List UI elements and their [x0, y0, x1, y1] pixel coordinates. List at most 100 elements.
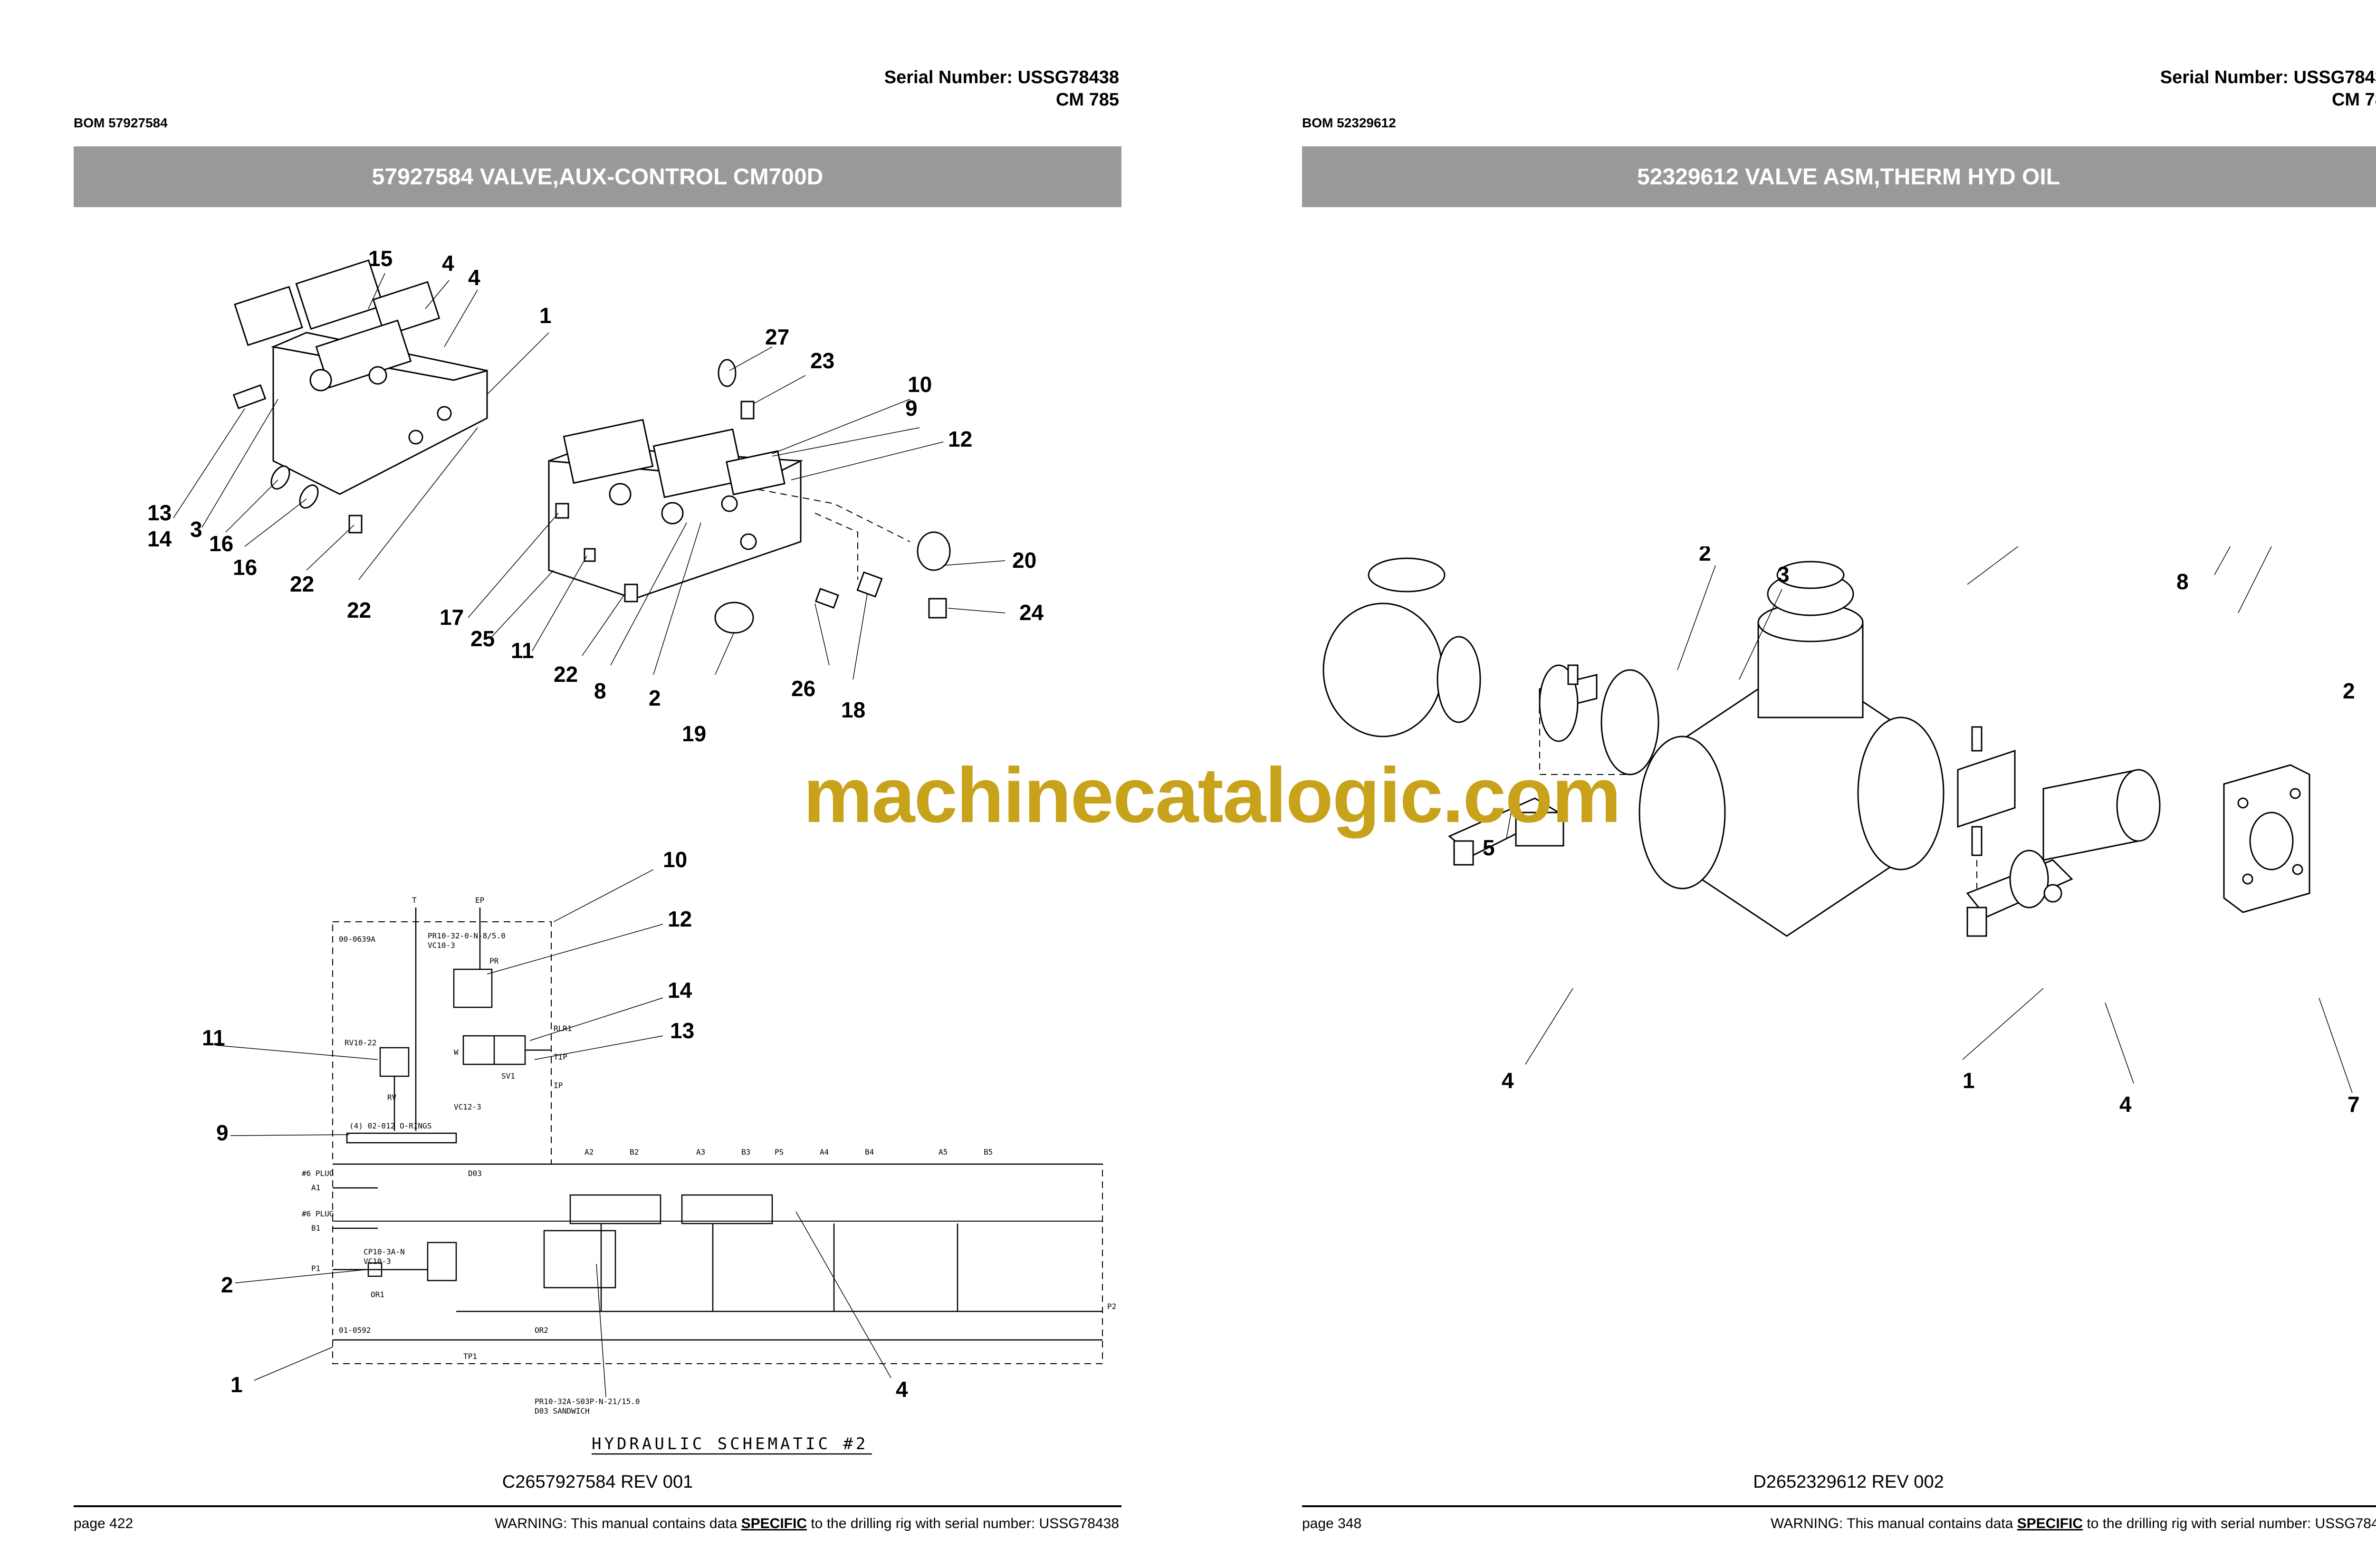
- schem-a1: A1: [311, 1183, 320, 1192]
- schem-callout-4: 4: [896, 1377, 908, 1402]
- schem-callout-11: 11: [202, 1025, 225, 1050]
- callout-7: 7: [2347, 1092, 2360, 1117]
- valve-body: [1638, 561, 1945, 937]
- warning-text-post: to the drilling rig with serial number: …: [807, 1516, 1119, 1531]
- callout-25: 25: [470, 626, 495, 651]
- warning-notice: WARNING: This manual contains data SPECI…: [311, 1516, 1119, 1532]
- schem-sv1: SV1: [501, 1071, 515, 1080]
- bracket-left: [1448, 797, 1564, 866]
- callout-22b: 22: [347, 598, 371, 622]
- serial-number: Serial Number: USSG78438: [884, 67, 1119, 87]
- serial-number: Serial Number: USSG78438: [2160, 67, 2376, 87]
- drawing-caption: D2652329612 REV 002: [1753, 1472, 1944, 1492]
- schem-plug-a: #6 PLUG: [302, 1169, 334, 1178]
- callout-8: 8: [2176, 569, 2189, 594]
- schem-pr-sandwich: PR10-32A-S03P-N-21/15.0: [535, 1397, 640, 1406]
- exploded-view-drawing: 2 3 8 2 3 6 9 5 4 1 4 7: [1322, 546, 2360, 1117]
- callout-4b: 4: [2119, 1092, 2132, 1117]
- schematic-callouts: 10 12 14 13 11 9 2 1 4: [202, 847, 908, 1402]
- warning-notice: WARNING: This manual contains data SPECI…: [1587, 1516, 2376, 1532]
- schem-d03: D03: [468, 1169, 482, 1178]
- schem-plug-b: #6 PLUG: [302, 1209, 334, 1218]
- part-title: 57927584 VALVE,AUX-CONTROL CM700D: [372, 164, 824, 190]
- warning-text-post: to the drilling rig with serial number: …: [2083, 1516, 2376, 1531]
- schem-port-a4: A4: [820, 1147, 829, 1157]
- serial-header: Serial Number: USSG78438 CM 785: [786, 67, 1119, 111]
- valve-stack-lower: [548, 419, 804, 600]
- footer-divider: [1302, 1505, 2376, 1507]
- callout-16a: 16: [209, 531, 233, 556]
- model-name: CM 785: [1055, 90, 1119, 110]
- schem-tip: TIP: [554, 1052, 567, 1061]
- callout-3a: 3: [1777, 562, 1790, 587]
- callout-10: 10: [908, 372, 932, 397]
- page-number: page 348: [1302, 1516, 1362, 1531]
- schem-port-a2: A2: [584, 1147, 594, 1157]
- schem-callout-9: 9: [216, 1120, 229, 1145]
- model-name: CM 785: [2331, 90, 2376, 110]
- bom-number: BOM 52329612: [1302, 115, 1396, 130]
- schem-callout-14: 14: [668, 978, 692, 1003]
- callout-15: 15: [368, 246, 393, 271]
- callout-1: 1: [1963, 1068, 1975, 1093]
- exploded-view-drawing: 15 4 4 1 27 23 10 9 12 13 14 3 16 16 22 …: [147, 246, 1044, 746]
- schem-p1: P1: [311, 1264, 320, 1273]
- part-title-banner: 52329612 VALVE ASM,THERM HYD OIL: [1302, 146, 2376, 207]
- callout-26: 26: [791, 676, 815, 701]
- schem-orings: (4) 02-012 O-RINGS: [349, 1121, 431, 1130]
- schem-p2: P2: [1107, 1302, 1116, 1311]
- schem-tp1: TP1: [463, 1352, 477, 1361]
- callout-22c: 22: [554, 662, 578, 687]
- schem-callout-12: 12: [668, 907, 692, 931]
- warning-text-pre: WARNING: This manual contains data: [495, 1516, 741, 1531]
- schem-port-b5: B5: [984, 1147, 993, 1157]
- schem-rv-cartridge: RV10-22: [345, 1038, 376, 1047]
- callout-numbers: 15 4 4 1 27 23 10 9 12 13 14 3 16 16 22 …: [147, 246, 1044, 746]
- schem-or1: OR1: [371, 1290, 384, 1299]
- footer-divider: [74, 1505, 1121, 1507]
- hydraulic-schematic: T EP 00-0639A PR10-32-0-N-8/5.0 VC10-3 P…: [202, 847, 1116, 1455]
- tee-fitting: [1322, 557, 1481, 737]
- warning-specific: SPECIFIC: [741, 1516, 807, 1531]
- bracket-right: [1966, 850, 2073, 937]
- schem-port-b4: B4: [865, 1147, 874, 1157]
- schem-title: HYDRAULIC SCHEMATIC #2: [592, 1434, 868, 1453]
- schem-vc12: VC12-3: [454, 1102, 481, 1111]
- callout-4a: 4: [442, 251, 454, 276]
- left-clamp: [1539, 664, 1659, 775]
- callout-17: 17: [440, 605, 464, 630]
- schem-callout-1: 1: [230, 1372, 243, 1397]
- callout-27: 27: [765, 325, 789, 349]
- schem-rv: RV: [387, 1093, 397, 1102]
- callout-23: 23: [810, 348, 834, 373]
- schem-b1: B1: [311, 1224, 320, 1233]
- schem-callout-2: 2: [221, 1272, 233, 1297]
- callout-16b: 16: [233, 555, 257, 580]
- part-title-banner: 57927584 VALVE,AUX-CONTROL CM700D: [74, 146, 1121, 207]
- warning-specific: SPECIFIC: [2017, 1516, 2083, 1531]
- callout-19: 19: [682, 721, 706, 746]
- schem-t-port: T: [412, 896, 417, 905]
- flange: [2223, 764, 2310, 913]
- callout-12: 12: [948, 427, 972, 451]
- warning-text-pre: WARNING: This manual contains data: [1771, 1516, 2017, 1531]
- schem-vc-a: VC10-3: [428, 941, 455, 950]
- part-title: 52329612 VALVE ASM,THERM HYD OIL: [1637, 164, 2060, 190]
- callout-20: 20: [1012, 548, 1036, 573]
- schem-port-ps: PS: [775, 1147, 784, 1157]
- schem-ep-port: EP: [475, 896, 484, 905]
- callout-8: 8: [594, 679, 606, 703]
- page-number: page 422: [74, 1516, 134, 1531]
- right-clamp: [1957, 726, 2161, 861]
- callout-14: 14: [147, 526, 172, 551]
- leader-lines: [173, 273, 1006, 680]
- callout-3: 3: [190, 517, 202, 542]
- callout-5: 5: [1483, 835, 1495, 860]
- callout-4b: 4: [468, 265, 480, 290]
- schem-cp: CP10-3A-N: [364, 1247, 405, 1256]
- callout-18: 18: [841, 698, 865, 722]
- callout-22a: 22: [290, 572, 314, 596]
- schem-pr-label: PR: [489, 956, 499, 966]
- schem-callout-10: 10: [663, 847, 687, 872]
- callout-1: 1: [539, 303, 552, 328]
